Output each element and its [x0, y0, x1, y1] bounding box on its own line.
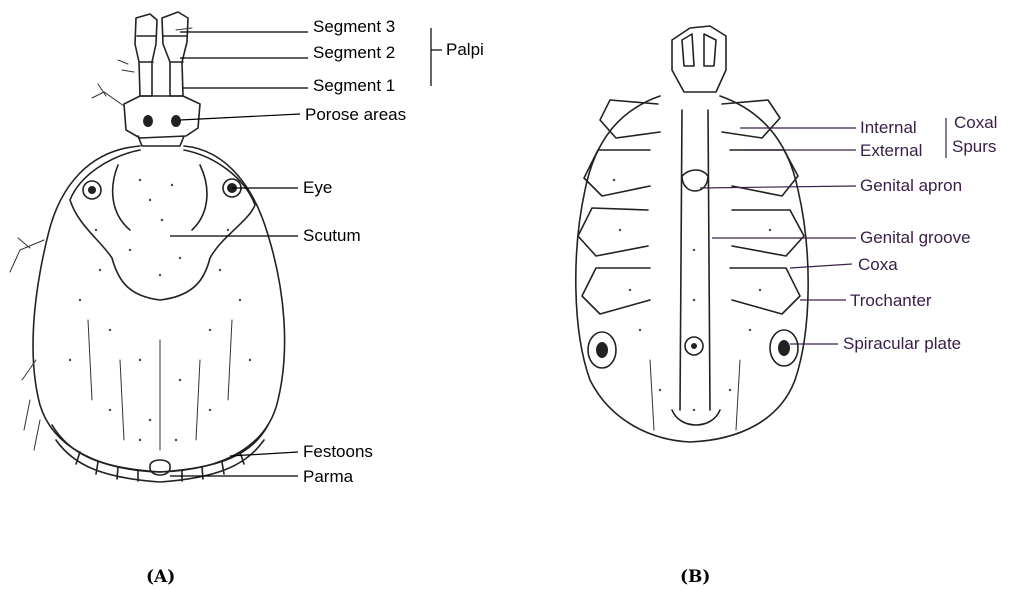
- label-scutum: Scutum: [303, 226, 361, 245]
- label-spurs: Spurs: [952, 137, 996, 156]
- label-internal: Internal: [860, 118, 917, 137]
- label-segment-2: Segment 2: [313, 43, 395, 62]
- label-genital-apron: Genital apron: [860, 176, 962, 195]
- ventral-grooves: [650, 360, 740, 430]
- body-outline-b: [576, 96, 808, 442]
- label-segment-3: Segment 3: [313, 17, 395, 36]
- basis-capituli: [124, 96, 200, 146]
- coxae: [578, 100, 804, 314]
- label-festoons: Festoons: [303, 442, 373, 461]
- label-coxa: Coxa: [858, 255, 898, 274]
- tick-ventral-view: [576, 26, 808, 442]
- hypostome-drawing: [672, 26, 726, 92]
- palpi-drawing: [135, 12, 188, 96]
- label-porose-areas: Porose areas: [305, 105, 406, 124]
- scutum-outline: [70, 150, 255, 300]
- label-eye: Eye: [303, 178, 332, 197]
- label-spiracular-plate: Spiracular plate: [843, 334, 961, 353]
- body-outline: [33, 146, 285, 472]
- label-palpi: Palpi: [446, 40, 484, 59]
- leg-stubs: [10, 28, 192, 450]
- porose-area-right: [171, 115, 181, 127]
- stippling-b: [613, 179, 771, 411]
- label-coxal: Coxal: [954, 113, 997, 132]
- label-segment-1: Segment 1: [313, 76, 395, 95]
- label-parma: Parma: [303, 467, 354, 486]
- porose-area-left: [143, 115, 153, 127]
- body-grooves: [88, 320, 232, 450]
- leaders-a: [170, 28, 442, 476]
- label-trochanter: Trochanter: [850, 291, 932, 310]
- scutum-grooves: [113, 165, 207, 230]
- caption-a: (A): [146, 567, 175, 587]
- tick-dorsal-view: [10, 12, 285, 482]
- genital-groove-lines: [672, 110, 720, 425]
- label-genital-groove: Genital groove: [860, 228, 971, 247]
- caption-b: (B): [680, 567, 710, 587]
- label-external: External: [860, 141, 922, 160]
